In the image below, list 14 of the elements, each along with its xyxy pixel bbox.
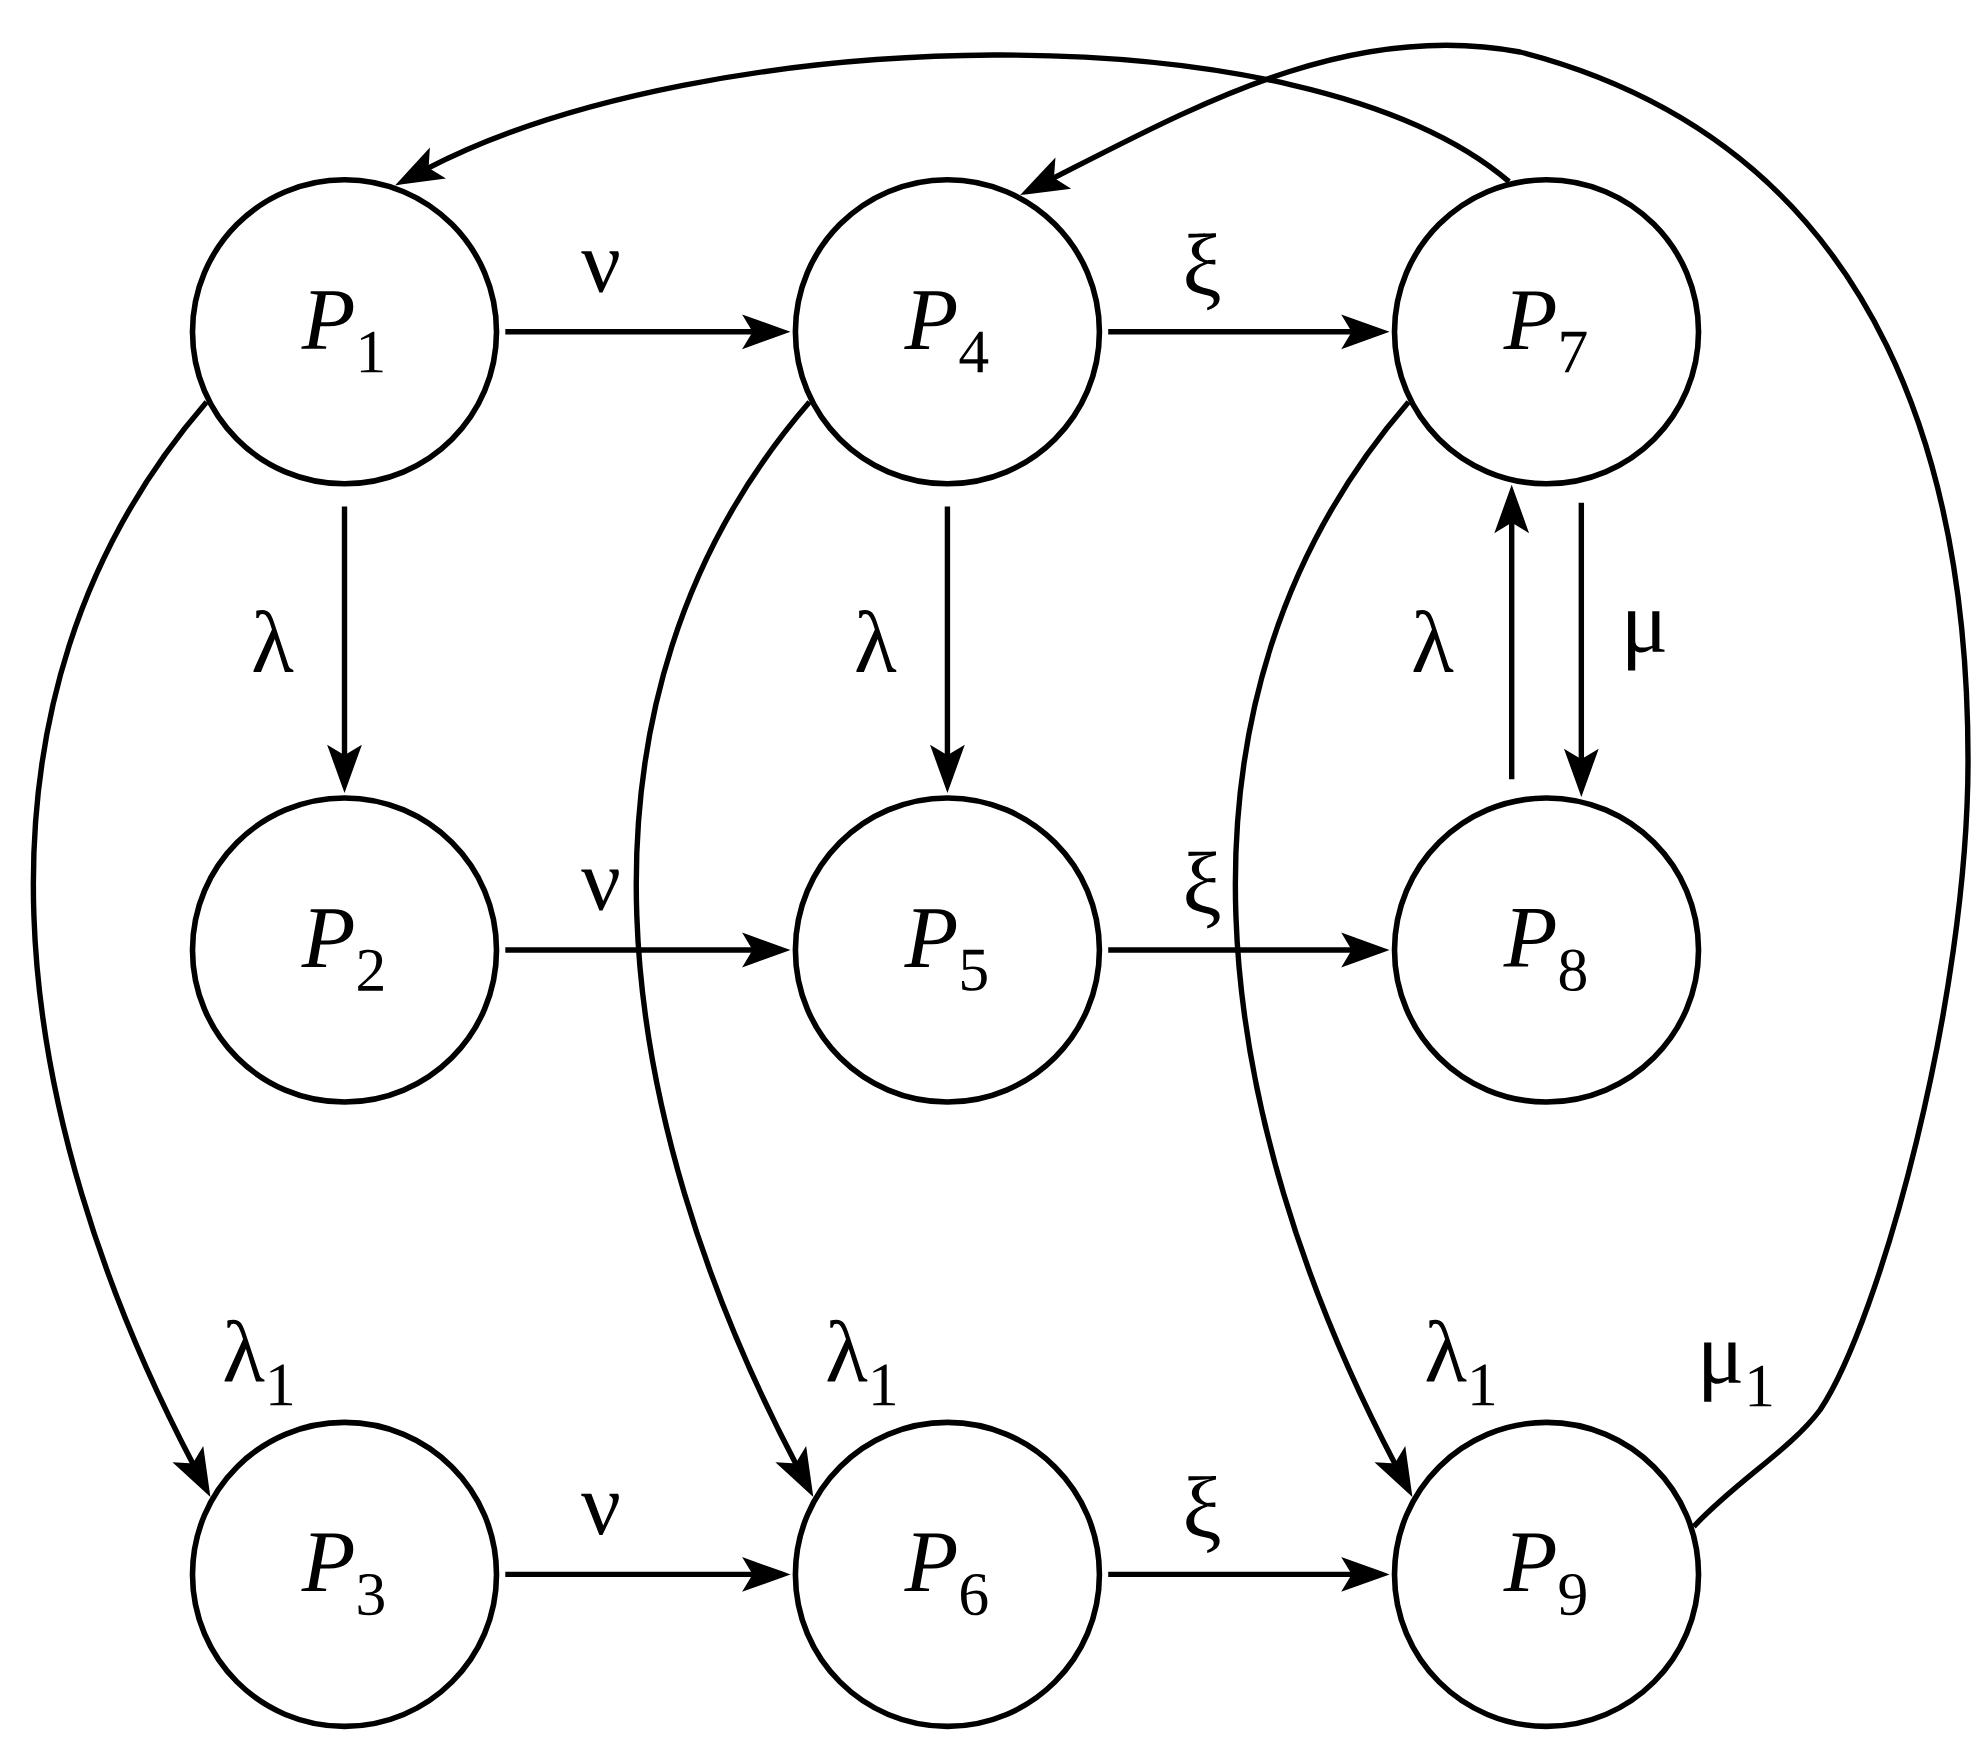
edge-label: ν (581, 1493, 619, 1535)
edge-label: λ (1413, 609, 1454, 672)
edge-label: ξ (1186, 1475, 1220, 1553)
edge-label: ξ (1186, 851, 1220, 929)
edge-label: λ$_{1}$ (827, 1319, 895, 1406)
edge-label: λ$_{1}$ (1426, 1319, 1495, 1406)
edge-label: λ (856, 609, 897, 672)
edge-label: ν (581, 251, 619, 293)
edge-label: ξ (1186, 233, 1220, 311)
edge-label: λ$_{1}$ (224, 1319, 293, 1406)
edge-label: ν (581, 869, 619, 911)
edge-label: μ (1628, 611, 1665, 671)
edge-label: μ$_{1}$ (1704, 1342, 1772, 1407)
edge-label: λ (253, 609, 294, 672)
